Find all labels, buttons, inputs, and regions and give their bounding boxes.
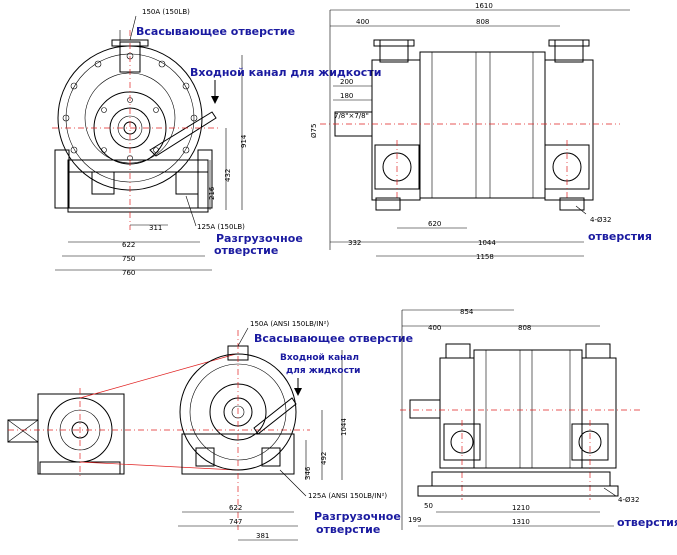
dim-760: 760 xyxy=(122,269,135,277)
label-holes-top: отверстия xyxy=(588,230,652,243)
dim-854: 854 xyxy=(460,308,474,316)
dim-flange-suction-b: 150A (ANSI 150LB/IN²) xyxy=(250,320,329,328)
dim-1044: 1044 xyxy=(478,239,496,247)
dim-flange-discharge-b: 125A (ANSI 150LB/IN²) xyxy=(308,492,387,500)
dim-620: 620 xyxy=(428,220,441,228)
dim-1610: 1610 xyxy=(475,2,493,10)
dim-622-b: 622 xyxy=(229,504,242,512)
label-liquid-inlet-bottom-1: Входной канал xyxy=(280,353,359,363)
label-liquid-inlet-top: Входной канал для жидкости xyxy=(190,66,381,79)
label-discharge-top-2: отверстие xyxy=(214,244,278,257)
dim-dia75: Ø75 xyxy=(310,124,318,138)
dim-492: 492 xyxy=(320,452,328,465)
dim-flange-suction: 150A (150LB) xyxy=(142,8,190,16)
dim-400: 400 xyxy=(356,18,369,26)
dim-1044-b: 1044 xyxy=(340,418,348,436)
dim-914: 914 xyxy=(240,134,248,148)
front-view-top: 150A (150LB) 914 432 216 311 622 750 760… xyxy=(52,8,381,277)
dim-311: 311 xyxy=(149,224,162,232)
dim-216: 216 xyxy=(208,186,216,200)
dim-346: 346 xyxy=(304,466,312,480)
label-suction-top: Всасывающее отверстие xyxy=(136,25,295,38)
dim-381: 381 xyxy=(256,532,269,540)
label-holes-bottom: отверстия xyxy=(617,516,677,529)
dim-199: 199 xyxy=(408,516,421,524)
dim-747: 747 xyxy=(229,518,242,526)
label-discharge-bottom-2: отверстие xyxy=(316,523,380,536)
dim-332: 332 xyxy=(348,239,361,247)
dim-1310: 1310 xyxy=(512,518,530,526)
dim-808: 808 xyxy=(476,18,489,26)
dim-200: 200 xyxy=(340,78,353,86)
arrow-head-icon xyxy=(211,96,219,104)
side-view-bottom: 854 400 808 1210 1310 50 199 4-Ø32 xyxy=(400,308,677,530)
label-liquid-inlet-bottom-2: для жидкости xyxy=(286,366,360,376)
dim-1210: 1210 xyxy=(512,504,530,512)
dims-top-left xyxy=(55,30,243,271)
label-suction-bottom: Всасывающее отверстие xyxy=(254,332,413,345)
dim-50: 50 xyxy=(424,502,433,510)
dim-holes-top: 4-Ø32 xyxy=(590,216,611,224)
dim-shaft: 7/8"×7/8" xyxy=(334,112,369,120)
dim-432: 432 xyxy=(224,169,232,182)
arrow-head-icon-b xyxy=(294,388,302,396)
dim-180: 180 xyxy=(340,92,353,100)
dim-400-b: 400 xyxy=(428,324,441,332)
dim-1158: 1158 xyxy=(476,253,494,261)
dim-holes-bottom: 4-Ø32 xyxy=(618,496,639,504)
label-discharge-top-1: Разгрузочное xyxy=(216,232,303,245)
front-view-bottom: 1044 492 346 622 747 381 150A (ANSI 150L… xyxy=(7,320,413,541)
side-view-top: 1610 400 808 200 18 xyxy=(310,2,652,261)
dim-750: 750 xyxy=(122,255,135,263)
label-discharge-bottom-1: Разгрузочное xyxy=(314,510,401,523)
dim-flange-discharge: 125A (150LB) xyxy=(197,223,245,231)
dim-622: 622 xyxy=(122,241,135,249)
dim-808-b: 808 xyxy=(518,324,531,332)
